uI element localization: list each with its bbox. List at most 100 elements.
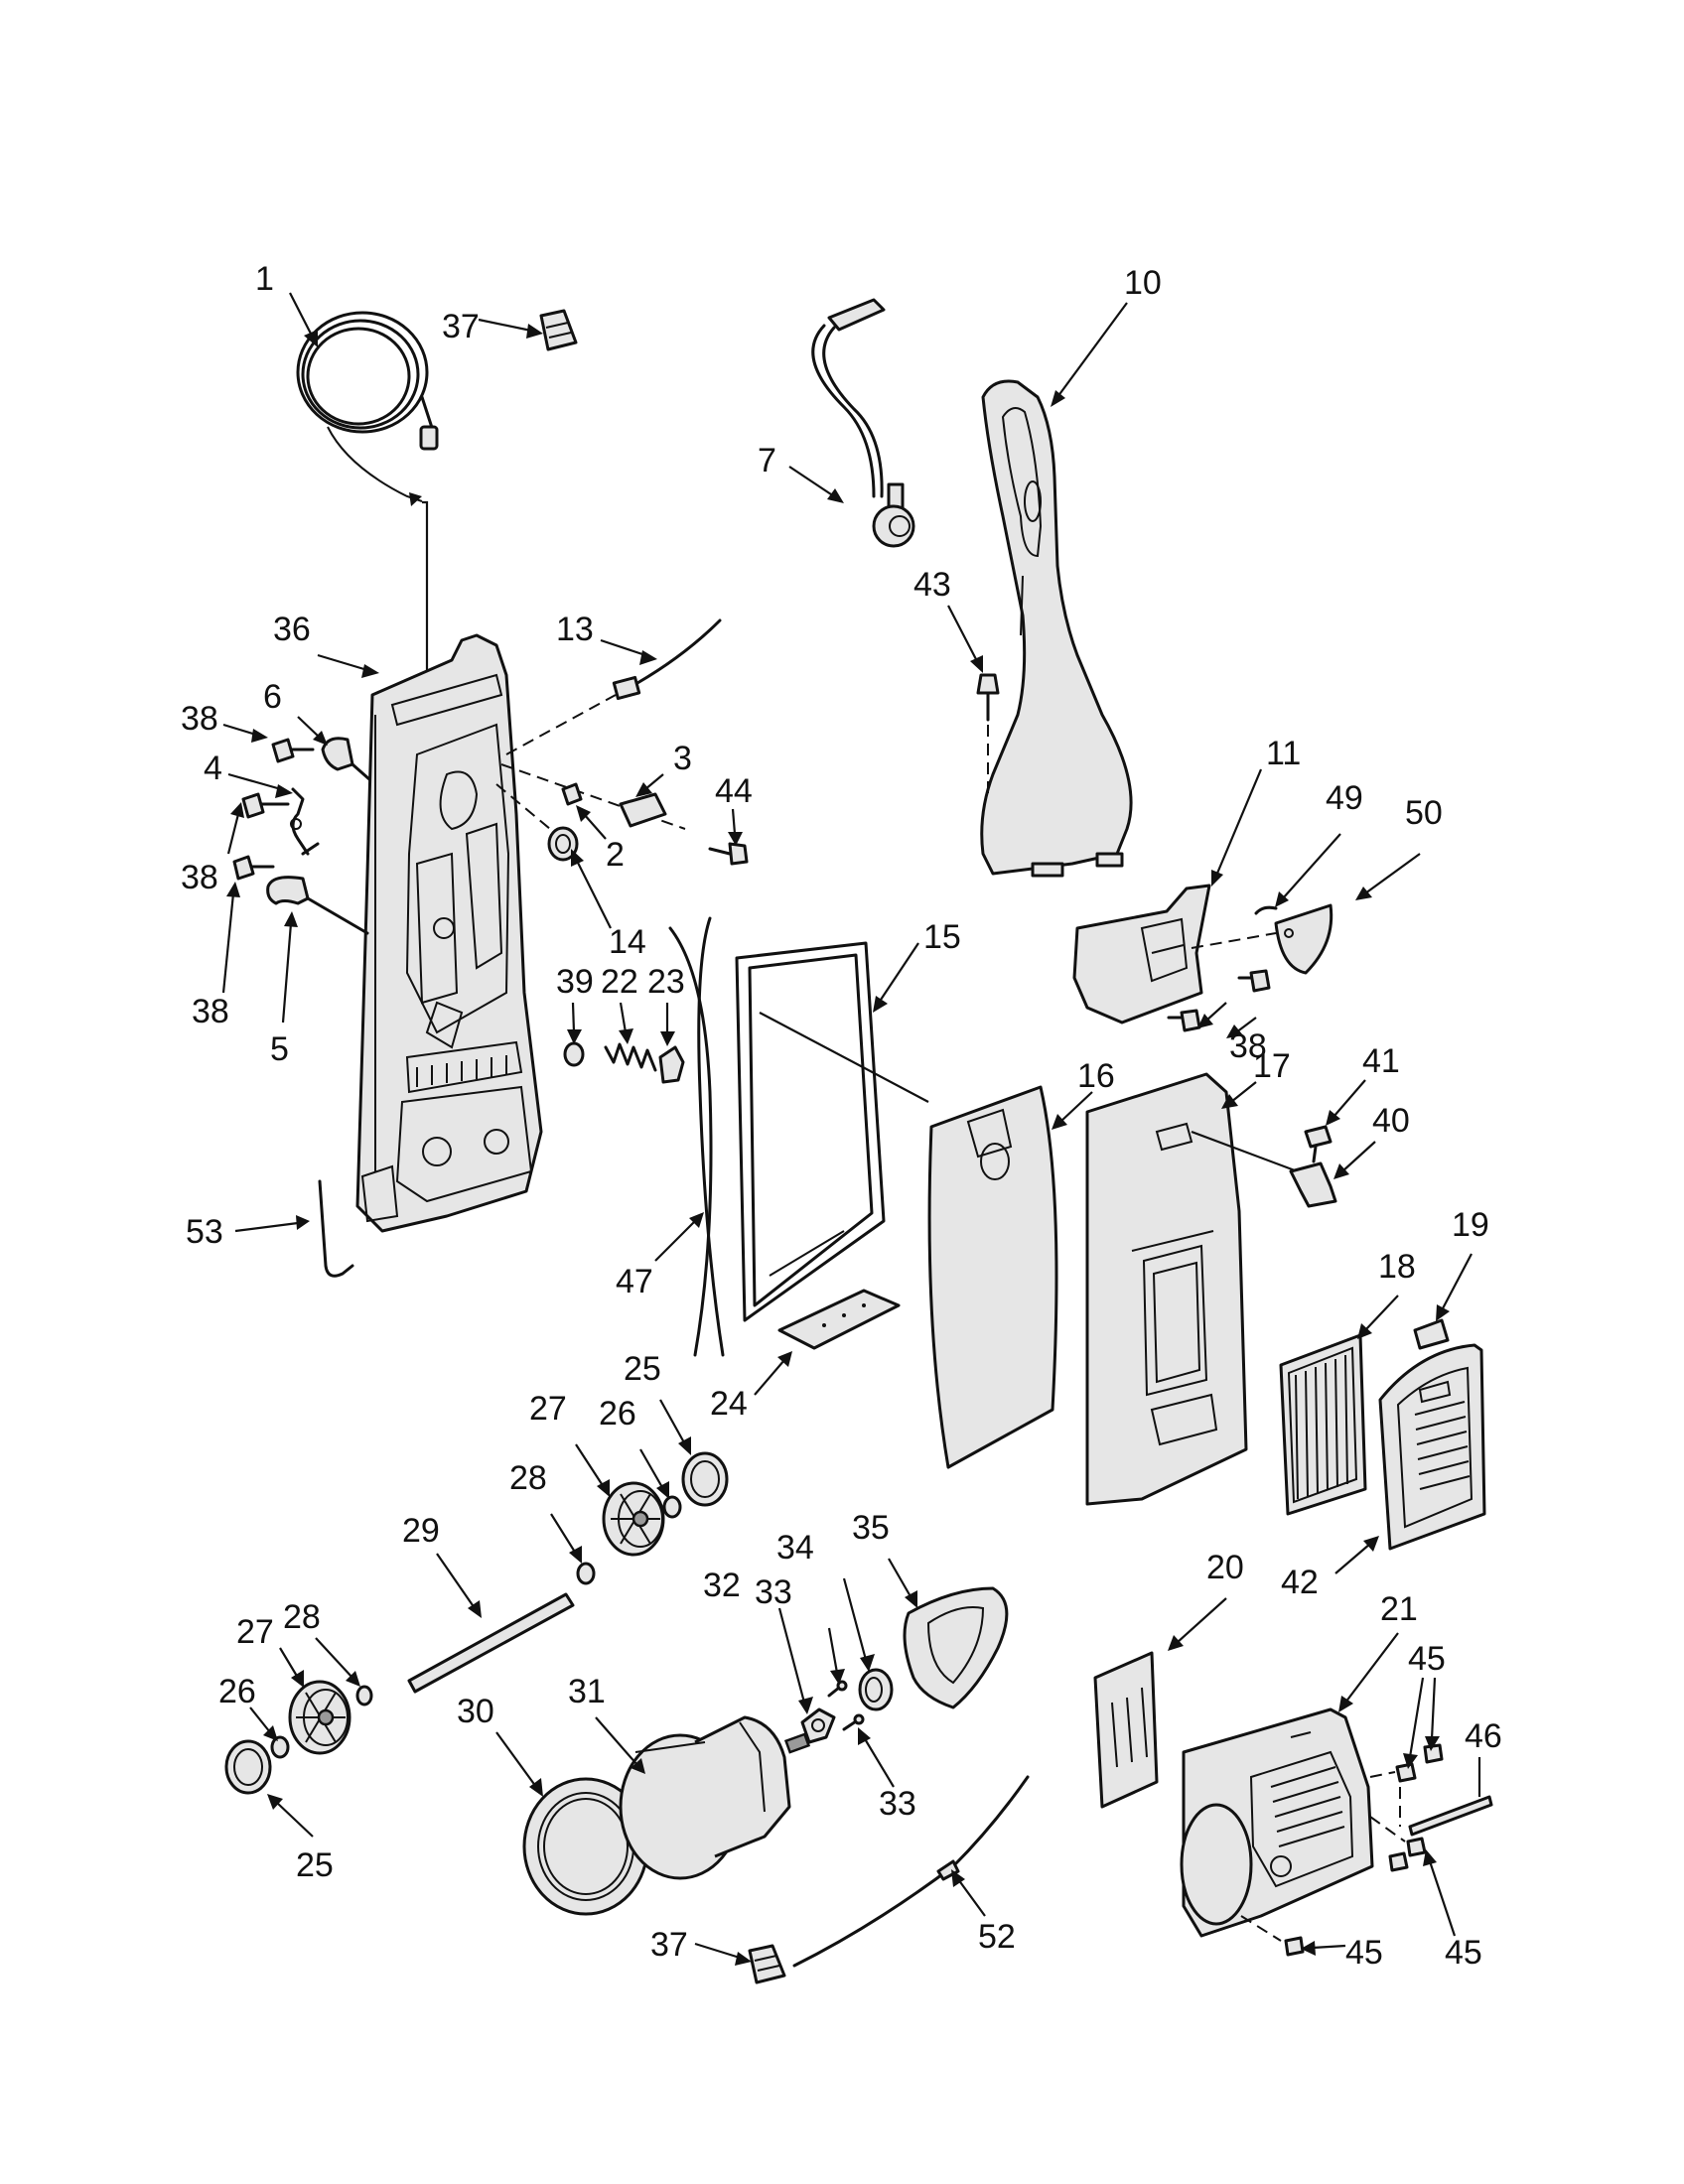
label-13: 13: [556, 611, 594, 648]
label-45-c: 45: [1345, 1934, 1383, 1972]
part-main-body: [355, 633, 543, 1233]
label-28-lower: 28: [283, 1598, 321, 1636]
part-plate-20: [1093, 1651, 1159, 1809]
label-52: 52: [978, 1918, 1016, 1956]
label-25-upper: 25: [624, 1350, 661, 1388]
part-filter-24: [777, 1289, 901, 1350]
label-47: 47: [616, 1263, 653, 1300]
part-knob-23: [658, 1045, 685, 1084]
label-19: 19: [1452, 1206, 1489, 1244]
part-pin-49: [1254, 905, 1278, 915]
part-wheel-set-upper: [576, 1451, 729, 1585]
label-38-d: 38: [1229, 1027, 1267, 1065]
label-49: 49: [1326, 779, 1363, 817]
label-23: 23: [647, 963, 685, 1001]
part-strip-46: [1399, 1787, 1493, 1837]
label-45-a: 45: [1408, 1640, 1446, 1678]
label-39: 39: [556, 963, 594, 1001]
label-30: 30: [457, 1693, 494, 1730]
part-filter-door-42: [1378, 1343, 1486, 1551]
part-motor-31: [619, 1715, 811, 1880]
part-wheel-set-lower: [224, 1680, 373, 1795]
label-37-top: 37: [442, 308, 480, 345]
part-clip-41: [1304, 1125, 1333, 1163]
part-screw-44: [708, 842, 749, 866]
label-45-b: 45: [1445, 1934, 1482, 1972]
label-38-b: 38: [181, 859, 218, 896]
part-fan-cap-34: [858, 1668, 894, 1711]
label-32: 32: [703, 1567, 741, 1604]
part-hose-47: [668, 916, 725, 1357]
part-screw-43: [976, 673, 1000, 794]
part-allen-key: [318, 1179, 354, 1278]
part-clip-6: [321, 737, 371, 781]
label-10: 10: [1124, 264, 1162, 302]
part-bag-16: [927, 1085, 1058, 1469]
label-46: 46: [1465, 1717, 1502, 1755]
part-clip-5: [266, 876, 369, 935]
label-22: 22: [601, 963, 638, 1001]
label-24: 24: [710, 1385, 748, 1423]
part-latch-4: [290, 787, 320, 856]
label-33-upper: 33: [755, 1573, 792, 1611]
leader-body-to-14: [495, 783, 557, 835]
label-40: 40: [1372, 1102, 1410, 1140]
part-screws-33: [827, 1680, 865, 1731]
label-33-lower: 33: [879, 1785, 916, 1823]
label-53: 53: [186, 1213, 223, 1251]
label-35: 35: [852, 1509, 890, 1547]
part-screw-38-b: [241, 792, 290, 819]
label-6: 6: [263, 678, 282, 716]
label-27-lower: 27: [236, 1613, 274, 1651]
label-50: 50: [1405, 794, 1443, 832]
label-38-c: 38: [192, 993, 229, 1030]
part-ring-14: [547, 826, 579, 862]
part-wire-nut-top: [539, 309, 578, 351]
label-21: 21: [1380, 1590, 1418, 1628]
label-25-lower: 25: [296, 1846, 334, 1884]
label-42: 42: [1281, 1564, 1319, 1601]
label-26-upper: 26: [599, 1395, 636, 1433]
part-latch-19: [1413, 1318, 1450, 1350]
leader-body-to-13: [505, 694, 617, 755]
label-34: 34: [776, 1529, 814, 1567]
label-31: 31: [568, 1673, 606, 1710]
part-axle-29: [407, 1592, 575, 1694]
label-38-a: 38: [181, 700, 218, 738]
label-15: 15: [923, 918, 961, 956]
label-36: 36: [273, 611, 311, 648]
label-11: 11: [1266, 735, 1301, 772]
part-front-cover-17: [1085, 1072, 1312, 1506]
label-44: 44: [715, 772, 753, 810]
label-26-lower: 26: [218, 1673, 256, 1710]
label-18: 18: [1378, 1248, 1416, 1286]
label-14: 14: [609, 923, 646, 961]
label-2: 2: [606, 836, 625, 874]
part-power-cord: [296, 311, 439, 695]
part-cover-50: [1191, 903, 1333, 975]
part-switch-harness: [811, 298, 915, 548]
label-28-upper: 28: [509, 1459, 547, 1497]
part-fan-32: [800, 1707, 836, 1744]
part-clip-40: [1289, 1161, 1337, 1208]
label-43: 43: [913, 566, 951, 604]
leader-arrows: [221, 292, 1481, 1966]
label-29: 29: [402, 1512, 440, 1550]
label-17: 17: [1253, 1047, 1291, 1085]
part-screw-38-c: [232, 855, 275, 881]
part-gasket-35: [903, 1586, 1009, 1709]
part-handle: [980, 379, 1133, 878]
part-hepa-filter-18: [1279, 1333, 1367, 1516]
part-wire-52: [792, 1775, 1030, 1968]
label-37-bottom: 37: [650, 1926, 688, 1964]
part-motor-housing-21: [1180, 1707, 1374, 1938]
label-16: 16: [1077, 1057, 1115, 1095]
part-wire-13: [612, 618, 722, 701]
part-washer-39: [563, 1041, 585, 1067]
part-frame-15: [735, 941, 929, 1322]
part-spring-22: [604, 1042, 657, 1072]
label-7: 7: [758, 442, 776, 479]
part-wire-nut-bottom: [748, 1944, 786, 1984]
label-1: 1: [255, 260, 274, 298]
label-41: 41: [1362, 1042, 1400, 1080]
